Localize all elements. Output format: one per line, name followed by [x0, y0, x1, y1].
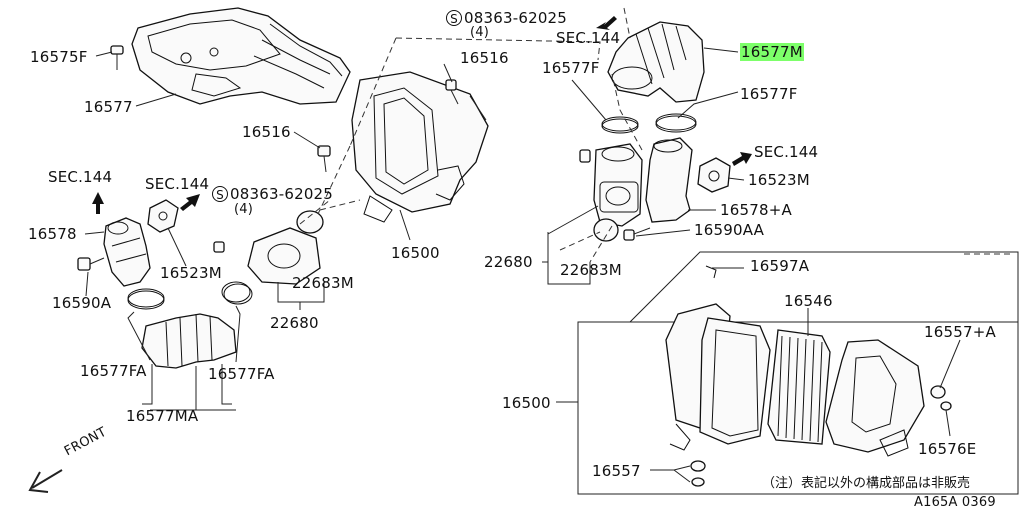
label-16523M-right: 16523M: [748, 171, 810, 189]
label-16577FA-left: 16577FA: [80, 362, 147, 380]
label-16516-b: 16516: [242, 123, 291, 141]
clip-16597A: [705, 265, 717, 279]
clamp-16577FA-left: [127, 288, 165, 310]
screw-left-maf: [213, 241, 225, 253]
label-16576E: 16576E: [918, 440, 977, 458]
grommet-16557A: [930, 385, 952, 411]
label-16590A: 16590A: [52, 294, 112, 312]
label-22683M-left: 22683M: [292, 274, 354, 292]
circle-s-icon: S: [446, 10, 462, 26]
label-16546: 16546: [784, 292, 833, 310]
label-16578: 16578: [28, 225, 77, 243]
exploded-view-box: [577, 321, 1019, 495]
label-sec144-right: SEC.144: [754, 143, 819, 161]
screw-16575F: [110, 45, 124, 70]
upper-housing: [825, 339, 925, 457]
bolt-code-right: 08363-62025: [464, 9, 568, 27]
label-16577F-left: 16577F: [542, 59, 600, 77]
label-16516-a: 16516: [460, 49, 509, 67]
bolt-code-left: 08363-62025: [230, 185, 334, 203]
reference-code: A165A 0369: [914, 495, 996, 510]
label-16557A: 16557+A: [924, 323, 996, 341]
label-16557: 16557: [592, 462, 641, 480]
label-16577-cover: 16577: [84, 98, 133, 116]
maf-housing-left: [247, 227, 321, 285]
label-22683M-right: 22683M: [560, 261, 622, 279]
arrow-icon: [92, 16, 752, 214]
label-16597A: 16597A: [750, 257, 810, 275]
lower-housing-16500: [665, 303, 771, 451]
highlighted-part-number: 16577M: [740, 43, 804, 61]
circle-s-icon: S: [212, 186, 228, 202]
air-box-upper-cover: [131, 7, 351, 105]
label-22680-right: 22680: [484, 253, 533, 271]
label-sec144-left: SEC.144: [48, 168, 113, 186]
gasket-16523M-left: [147, 199, 179, 233]
label-16577M: 16577M: [740, 43, 804, 61]
exploded-box-outline: [578, 251, 1019, 323]
filter-element-16546: [767, 329, 831, 445]
maf-gasket-right: [593, 218, 619, 242]
label-22680-left: 22680: [270, 314, 319, 332]
grommet-16557: [690, 460, 706, 487]
air-cleaner-housing: [351, 71, 489, 223]
dashed-leaders: [299, 7, 1010, 263]
clamp-16577F-left: [601, 116, 639, 134]
label-16500-housing: 16500: [391, 244, 440, 262]
bolt-16590A: [77, 257, 105, 271]
hose-16577M: [607, 21, 705, 103]
clamp-16577FA-right: [221, 281, 253, 305]
inlet-duct-16578: [103, 217, 151, 287]
label-16577F-right: 16577F: [740, 85, 798, 103]
label-16577FA-right: 16577FA: [208, 365, 275, 383]
leader-lines: [84, 47, 961, 483]
label-16575F: 16575F: [30, 48, 88, 66]
label-16590AA: 16590AA: [694, 221, 765, 239]
screw-right-maf: [579, 149, 591, 163]
bolt-16590AA: [623, 227, 651, 241]
label-16500-box: 16500: [502, 394, 551, 412]
label-sec144-mid: SEC.144: [145, 175, 210, 193]
bolt-qty-right: (4): [470, 25, 490, 40]
bolt-16516-b: [317, 145, 331, 173]
clamp-16577F-right: [655, 113, 697, 133]
hose-16577MA: [141, 313, 237, 369]
footnote: （注）表記以外の構成部品は非販売: [762, 476, 971, 491]
bolt-qty-left: (4): [234, 202, 254, 217]
gasket-16523M-right: [697, 157, 731, 193]
label-16577MA: 16577MA: [126, 407, 199, 425]
front-arrow-icon: [28, 469, 63, 493]
maf-housing-right: [593, 143, 643, 227]
label-sec144-top: SEC.144: [556, 29, 621, 47]
maf-gasket-left: [296, 210, 324, 234]
label-16523M-left: 16523M: [160, 264, 222, 282]
label-16578A: 16578+A: [720, 201, 792, 219]
inlet-duct-16578A: [645, 137, 693, 223]
